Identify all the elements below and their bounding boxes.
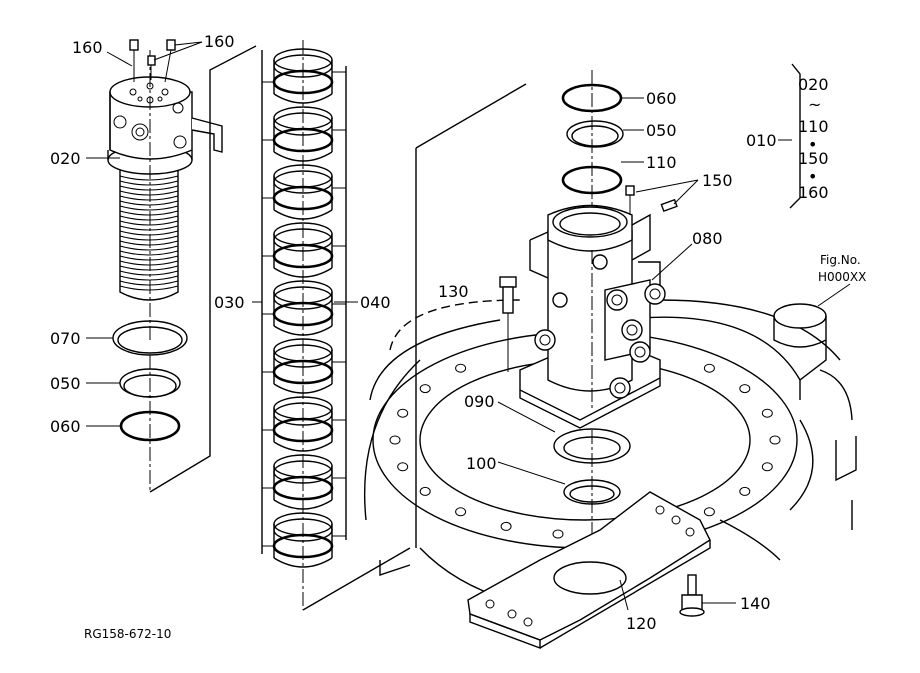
bolt-hole (455, 363, 467, 373)
group-item-dot-1: • (808, 135, 817, 154)
fig-ref-line1: Fig.No. (820, 253, 861, 267)
seal-ring-9 (262, 512, 346, 568)
bolt-hole (769, 435, 781, 445)
label-020: 020 (50, 149, 81, 168)
bolt-hole (389, 435, 401, 445)
group-item-020: 020 (798, 75, 829, 94)
ring-050-right (566, 120, 624, 148)
label-160-right: 160 (204, 32, 235, 51)
group-item-dot-2: • (808, 167, 817, 186)
group-bracket (789, 63, 801, 209)
seal-ring-3 (262, 164, 346, 220)
bolt-hole (455, 507, 467, 517)
label-160-left: 160 (72, 38, 103, 57)
frame-bracket (773, 303, 857, 530)
swivel-body-080 (519, 204, 666, 429)
label-050-left: 050 (50, 374, 81, 393)
bolt-hole (397, 408, 409, 418)
label-130: 130 (438, 282, 469, 301)
label-060-right: 060 (646, 89, 677, 108)
bolt-hole (500, 521, 512, 531)
bolt-hole (397, 462, 409, 472)
bolt-hole (761, 462, 773, 472)
bolt-hole (703, 507, 715, 517)
seal-ring-4 (262, 222, 346, 278)
label-110: 110 (646, 153, 677, 172)
bolt-140 (679, 574, 705, 617)
cover-plate-120 (467, 491, 711, 650)
bolt-hole (761, 408, 773, 418)
label-050-right: 050 (646, 121, 677, 140)
leader-lines (86, 41, 851, 611)
seal-stack-030 (262, 48, 346, 568)
bolt-130 (499, 276, 517, 372)
seal-ring-2 (262, 106, 346, 162)
fig-ref-line2: H000XX (818, 270, 866, 284)
swivel-joint-shaft (107, 50, 223, 340)
bolt-hole (552, 529, 564, 539)
drawing-code: RG158-672-10 (84, 627, 171, 641)
label-010: 010 (746, 131, 777, 150)
bolt-160-right (164, 39, 176, 83)
label-070: 070 (50, 329, 81, 348)
bolt-hole (739, 384, 751, 394)
group-list: 020 ~ 110 • 150 • 160 (798, 75, 829, 202)
seal-ring-5 (262, 280, 346, 336)
bolt-hole (739, 486, 751, 496)
label-140: 140 (740, 594, 771, 613)
bolt-hole (419, 384, 431, 394)
label-090: 090 (464, 392, 495, 411)
seal-ring-7 (262, 396, 346, 452)
bolt-hole-pattern (389, 363, 781, 539)
bolt-hole (703, 363, 715, 373)
group-item-150: 150 (798, 149, 829, 168)
label-100: 100 (466, 454, 497, 473)
bolt-hole (419, 486, 431, 496)
label-060-left: 060 (50, 417, 81, 436)
bolt-160-left (129, 39, 156, 82)
label-150: 150 (702, 171, 733, 190)
seal-ring-6 (262, 338, 346, 394)
seal-ring-1 (262, 48, 346, 104)
group-item-160: 160 (798, 183, 829, 202)
bolt-150 (625, 185, 678, 215)
label-120: 120 (626, 614, 657, 633)
group-item-110: 110 (798, 117, 829, 136)
label-040: 040 (360, 293, 391, 312)
seal-ring-8 (262, 454, 346, 510)
label-080: 080 (692, 229, 723, 248)
group-item-tilde: ~ (808, 95, 821, 114)
label-030: 030 (214, 293, 245, 312)
